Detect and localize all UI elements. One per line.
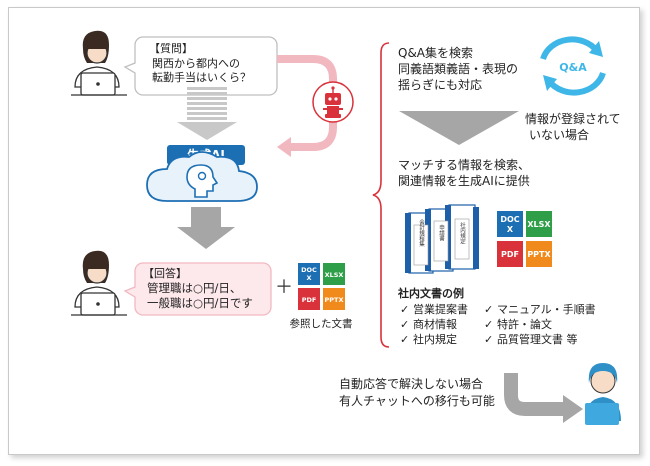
svg-text:XLSX: XLSX xyxy=(325,271,344,279)
user-avatar-answer xyxy=(71,250,127,316)
red-brace xyxy=(372,42,390,348)
docx-icon xyxy=(497,211,523,237)
binder-label-3: 会計規程集 xyxy=(418,218,425,248)
svg-text:PDF: PDF xyxy=(302,296,317,304)
xlsx-icon xyxy=(526,211,552,237)
diagram-frame: 【質問】 関西から都内への 転勤手当はいくら？ 生成AI xyxy=(8,7,640,455)
svg-text:情報が登録されて: 情報が登録されて xyxy=(525,111,621,126)
answer-header: 【回答】 xyxy=(143,266,187,280)
down-arrow-striped xyxy=(177,87,237,140)
svg-text:自動応答で解決しない場合: 自動応答で解決しない場合 xyxy=(339,376,483,391)
svg-text:✓: ✓ xyxy=(400,333,409,346)
list-item: 営業提案書 xyxy=(413,302,468,316)
svg-text:Q&A: Q&A xyxy=(559,61,587,74)
svg-text:X: X xyxy=(306,274,311,282)
answer-line-1: 管理職は○円/日、 xyxy=(147,281,241,295)
svg-text:X: X xyxy=(507,225,514,234)
referenced-docs-label: 参照した文書 xyxy=(290,317,353,330)
pdf-icon xyxy=(298,288,320,310)
answer-line-2: 一般職は○円/日です xyxy=(147,296,253,310)
list-item: 社内規定 xyxy=(413,332,457,346)
svg-text:PPTX: PPTX xyxy=(527,250,551,259)
pptx-icon xyxy=(526,241,552,267)
qa-refresh-icon: Q&A xyxy=(540,36,606,96)
internal-docs-right-list: ✓ マニュアル・手順書 ✓ 特許・論文 ✓ 品質管理文書 等 xyxy=(484,302,596,346)
svg-text:✓: ✓ xyxy=(484,333,493,346)
robot-icon xyxy=(323,86,343,118)
pptx-icon xyxy=(323,288,345,310)
svg-text:有人チャットへの移行も可能: 有人チャットへの移行も可能 xyxy=(339,394,495,408)
docx-icon xyxy=(298,263,320,285)
answer-bubble: 【回答】 管理職は○円/日、 一般職は○円/日です xyxy=(123,262,272,316)
xlsx-icon xyxy=(323,263,345,285)
binder-label-2: 申請書 xyxy=(438,224,445,243)
not-registered-text: 情報が登録されて いない場合 xyxy=(525,111,621,142)
svg-text:揺らぎにも対応: 揺らぎにも対応 xyxy=(398,78,482,92)
plus-sign: ＋ xyxy=(275,277,293,298)
svg-text:PDF: PDF xyxy=(501,250,519,259)
list-item: 特許・論文 xyxy=(497,317,552,331)
svg-text:PPTX: PPTX xyxy=(325,296,344,304)
list-item: マニュアル・手順書 xyxy=(497,302,596,316)
flow-diagram: 【質問】 関西から都内への 転勤手当はいくら？ 生成AI xyxy=(71,30,621,425)
match-search-text: マッチする情報を検索、 関連情報を生成AIに提供 xyxy=(398,158,530,188)
down-arrow-gray xyxy=(177,207,235,249)
escalation-text: 自動応答で解決しない場合 有人チャットへの移行も可能 xyxy=(339,376,495,408)
svg-text:DOC: DOC xyxy=(500,215,519,224)
svg-text:マッチする情報を検索、: マッチする情報を検索、 xyxy=(398,158,530,172)
svg-text:✓: ✓ xyxy=(400,303,409,316)
internal-docs-left-list: ✓ 営業提案書 ✓ 商材情報 ✓ 社内規定 xyxy=(400,302,468,346)
svg-text:✓: ✓ xyxy=(484,318,493,331)
svg-text:✓: ✓ xyxy=(484,303,493,316)
svg-text:✓: ✓ xyxy=(400,318,409,331)
list-item: 商材情報 xyxy=(413,317,457,331)
svg-text:いない場合: いない場合 xyxy=(529,127,589,142)
question-bubble: 【質問】 関西から都内への 転勤手当はいくら？ xyxy=(123,36,278,96)
qa-search-text: Q&A集を検索 同義語類義語・表現の 揺らぎにも対応 xyxy=(398,45,518,92)
binders-icon: 社内規定 申請書 会計規程集 xyxy=(405,204,479,274)
user-avatar-question xyxy=(71,30,127,96)
operator-avatar xyxy=(585,363,621,425)
referenced-doc-icons: DOC X XLSX PDF PPTX xyxy=(298,263,345,310)
funnel-arrow xyxy=(399,111,519,145)
svg-text:DOC: DOC xyxy=(301,266,317,274)
question-line-2: 転勤手当はいくら？ xyxy=(152,70,251,84)
bent-arrow-gray xyxy=(504,373,583,423)
svg-text:XLSX: XLSX xyxy=(527,220,551,229)
pdf-icon xyxy=(497,241,523,267)
svg-text:同義語類義語・表現の: 同義語類義語・表現の xyxy=(398,61,518,76)
question-line-1: 関西から都内への xyxy=(152,56,240,70)
internal-docs-title: 社内文書の例 xyxy=(397,286,464,300)
binder-label-1: 社内規定 xyxy=(459,221,466,246)
list-item: 品質管理文書 等 xyxy=(497,332,578,346)
pink-loop-arrow xyxy=(277,55,354,157)
question-header: 【質問】 xyxy=(149,41,193,55)
svg-text:Q&A集を検索: Q&A集を検索 xyxy=(398,45,473,60)
internal-doc-icons: DOC X XLSX PDF PPTX xyxy=(497,211,552,267)
ai-cloud-icon xyxy=(146,151,258,202)
svg-text:関連情報を生成AIに提供: 関連情報を生成AIに提供 xyxy=(398,173,530,188)
